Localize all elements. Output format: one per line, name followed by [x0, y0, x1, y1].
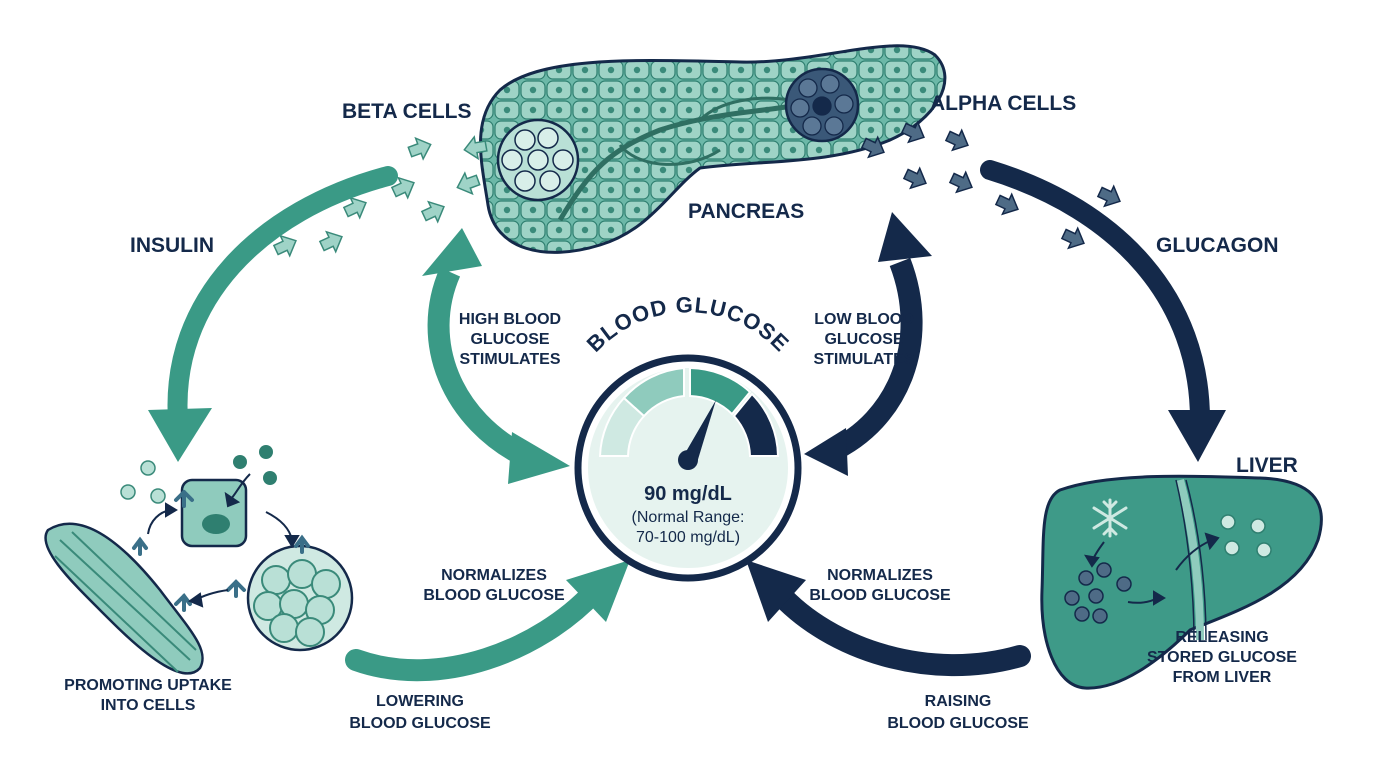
normalizes-right-line2: BLOOD GLUCOSE [809, 587, 951, 604]
gauge-segment-high [732, 392, 780, 457]
high-stim-line3: STIMULATES [459, 351, 560, 368]
raising-line1: RAISING [925, 693, 992, 710]
releasing-line3: FROM LIVER [1173, 669, 1272, 686]
muscle-tissue [44, 522, 204, 675]
gauge-segment-low-mid [622, 366, 685, 418]
pancreas-label: PANCREAS [688, 200, 804, 223]
alpha-cells-label: ALPHA CELLS [930, 92, 1076, 115]
normalizes-left-line2: BLOOD GLUCOSE [423, 587, 565, 604]
insulin-arrow-shaft [167, 166, 398, 430]
stored-glycogen [1064, 562, 1132, 624]
gauge-range-line1: (Normal Range: [632, 509, 745, 526]
released-glucose [1220, 514, 1272, 558]
alpha-cell-islet [784, 67, 860, 143]
glucagon-release-arrows [860, 120, 1121, 250]
liver-lobe-division [1176, 478, 1204, 641]
high-stim-line2: GLUCOSE [470, 331, 549, 348]
low-glucose-arrow-shaft [825, 258, 923, 463]
low-glucose-arrowhead-bottom [804, 428, 848, 476]
glucagon-label: GLUCAGON [1156, 234, 1279, 257]
lowering-arrowhead [566, 560, 630, 622]
gauge-range-line2: 70-100 mg/dL) [636, 529, 740, 546]
beta-cell-islet [496, 118, 580, 202]
promoting-uptake-line1: PROMOTING UPTAKE [64, 677, 232, 694]
small-arrow [342, 196, 367, 220]
lowering-line1: LOWERING [376, 693, 464, 710]
lowering-line2: BLOOD GLUCOSE [349, 715, 491, 732]
target-cells-group [44, 445, 354, 675]
releasing-line1: RELEASING [1175, 629, 1268, 646]
liver-organ [1040, 474, 1323, 690]
low-stim-line3: STIMULATES [813, 351, 914, 368]
uptake-arrows [147, 473, 300, 608]
promoting-uptake-line2: INTO CELLS [101, 697, 196, 714]
releasing-line2: STORED GLUCOSE [1147, 649, 1297, 666]
gauge-segment-normal [689, 366, 752, 416]
liver-lobe-division-outline [1175, 479, 1207, 641]
raising-line2: BLOOD GLUCOSE [887, 715, 1029, 732]
high-glucose-arrowhead-bottom [508, 432, 570, 484]
liver-label: LIVER [1236, 454, 1298, 477]
pancreas-organ [479, 44, 947, 254]
liver-process-arrows [1084, 532, 1220, 606]
low-stim-line1: LOW BLOOD [814, 311, 914, 328]
lowering-arrow-shaft [345, 581, 605, 682]
small-arrow [463, 135, 488, 161]
small-arrow [900, 120, 925, 144]
gauge-pivot [678, 450, 698, 470]
high-stim-line1: HIGH BLOOD [459, 311, 561, 328]
pancreatic-duct-branch [618, 96, 791, 166]
small-arrow [1096, 184, 1121, 208]
snowflake-icon [1092, 498, 1128, 538]
insulin-release-arrows [272, 135, 488, 258]
small-arrow [948, 170, 973, 194]
beta-cells-label: BETA CELLS [342, 100, 472, 123]
insulin-arrowhead [148, 408, 212, 462]
insulin-receptors [132, 490, 310, 612]
small-arrow [902, 166, 927, 190]
raising-arrow-shaft [767, 581, 1031, 677]
small-arrow [318, 230, 343, 254]
insulin-label: INSULIN [130, 234, 214, 257]
gauge-title-text: BLOOD GLUCOSE [582, 292, 795, 357]
glucagon-arrowhead [1168, 410, 1226, 462]
normalizes-right-line1: NORMALIZES [827, 567, 933, 584]
small-arrow [272, 234, 297, 258]
raising-arrowhead [746, 560, 806, 622]
small-arrow [860, 135, 885, 159]
small-arrow [1060, 226, 1085, 250]
gauge-value: 90 mg/dL [644, 483, 732, 505]
small-arrow [944, 128, 969, 152]
low-glucose-arrowhead-top [878, 212, 932, 262]
high-glucose-arrow-shaft [427, 267, 534, 468]
pancreatic-duct [557, 97, 821, 222]
small-arrow [994, 192, 1019, 216]
text-labels: BETA CELLS ALPHA CELLS PANCREAS INSULIN … [64, 92, 1298, 732]
normalizes-left-line1: NORMALIZES [441, 567, 547, 584]
high-glucose-arrowhead-top [422, 228, 482, 276]
low-stim-line2: GLUCOSE [824, 331, 903, 348]
small-arrow [390, 176, 415, 200]
big-arrows [148, 160, 1226, 682]
small-arrow [420, 200, 445, 224]
glucose-molecules [120, 445, 277, 504]
glucagon-arrow-shaft [980, 160, 1210, 430]
gauge-title: BLOOD GLUCOSE [582, 292, 794, 357]
gauge-needle [680, 400, 716, 466]
blood-glucose-gauge: 90 mg/dL (Normal Range: 70-100 mg/dL) BL… [574, 292, 802, 582]
small-arrow [407, 136, 432, 161]
small-arrow [456, 171, 481, 196]
fat-cell-cluster [246, 544, 354, 652]
